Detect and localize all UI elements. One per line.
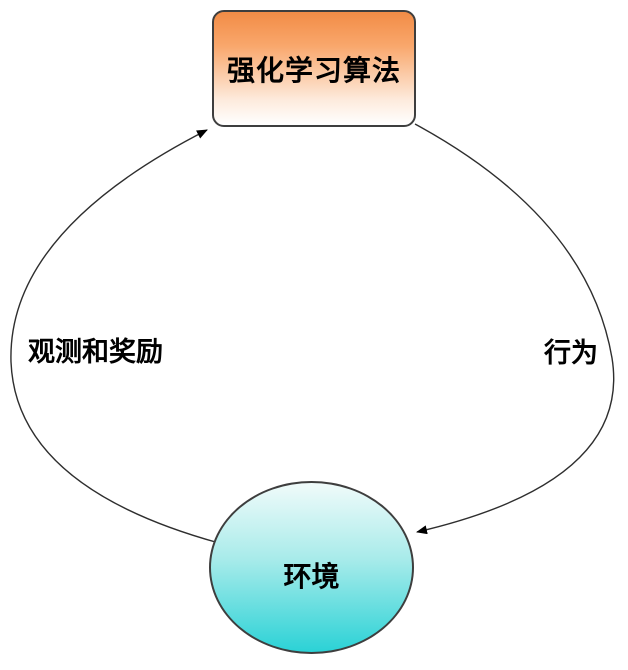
environment-node-label: 环境 [283, 559, 340, 593]
environment-node: 环境 [209, 481, 414, 654]
algorithm-node: 强化学习算法 [212, 10, 416, 127]
edge-observations-rewards [10, 129, 220, 544]
edge-actions [414, 123, 615, 535]
edge-label-actions: 行为 [544, 338, 598, 369]
edge-label-observations-rewards: 观测和奖励 [28, 337, 163, 368]
algorithm-node-label: 强化学习算法 [226, 53, 401, 87]
